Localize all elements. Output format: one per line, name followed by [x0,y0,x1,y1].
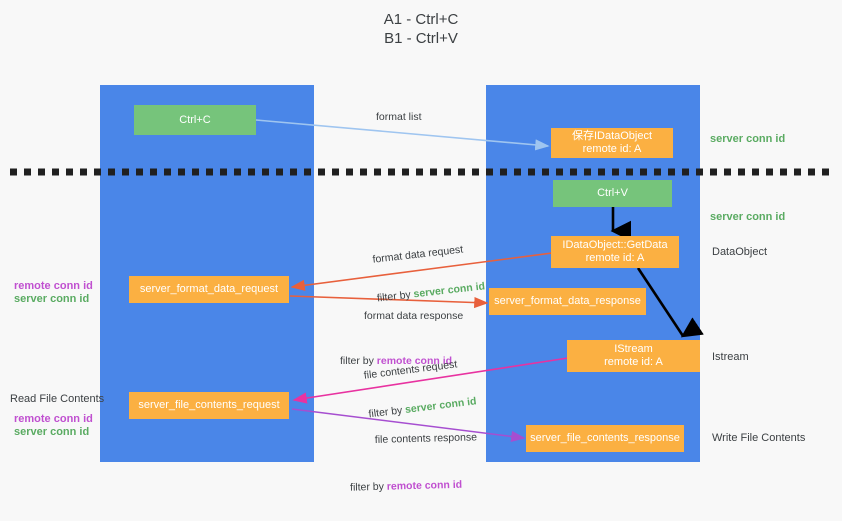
annotation-left-server-conn-id-2: server conn id [14,426,90,438]
annotation-left-read-file-contents: Read File Contents [10,393,105,405]
edge-label-format-data-response-text: format data response [364,310,464,322]
edge-label-file-contents-response-filter: filter by remote conn id [350,478,478,494]
annotation-right-istream: Istream [712,351,749,363]
node-istream[interactable]: IStream remote id: A [567,340,700,372]
filter-prefix: filter by [340,355,377,367]
node-idataobject-getdata[interactable]: IDataObject::GetData remote id: A [551,236,679,268]
edge-label-format-data-response: format data response filter by remote co… [340,284,464,394]
annotation-left-remote-conn-id-1: remote conn id [14,280,93,292]
diagram-canvas: A1 - Ctrl+C B1 - Ctrl+V A1 remote B1 con… [10,11,832,494]
filter-prefix: filter by [349,480,387,494]
annotation-right-server-conn-id-mid: server conn id [710,211,786,223]
edge-label-file-contents-response: file contents response filter by remote … [350,405,479,520]
edge-label-format-list: format list [376,111,422,123]
node-save-idataobject[interactable]: 保存IDataObject remote id: A [551,128,673,158]
annotation-left-server-conn-id-1: server conn id [14,293,90,305]
node-server-format-data-request[interactable]: server_format_data_request [129,276,289,303]
edge-label-file-contents-response-text: file contents response [374,431,478,446]
edge-label-file-contents-request-text: file contents request [363,358,458,382]
filter-value: remote conn id [386,478,463,493]
node-ctrl-v[interactable]: Ctrl+V [553,180,672,207]
node-server-file-contents-response[interactable]: server_file_contents_response [526,425,684,452]
edge-label-format-data-request-text: format data request [371,243,464,266]
annotation-right-write-file-contents: Write File Contents [712,432,806,444]
edge-label-format-data-response-filter: filter by remote conn id [340,355,463,368]
annotation-right-server-conn-id-top: server conn id [710,133,786,145]
filter-value: remote conn id [376,355,453,367]
node-ctrl-c[interactable]: Ctrl+C [134,105,256,135]
annotation-left-remote-conn-id-2: remote conn id [14,413,93,425]
page-title: A1 - Ctrl+C B1 - Ctrl+V [383,11,459,47]
node-server-file-contents-request[interactable]: server_file_contents_request [129,392,289,419]
annotation-right-dataobject: DataObject [712,246,768,258]
node-server-format-data-response[interactable]: server_format_data_response [489,288,646,315]
